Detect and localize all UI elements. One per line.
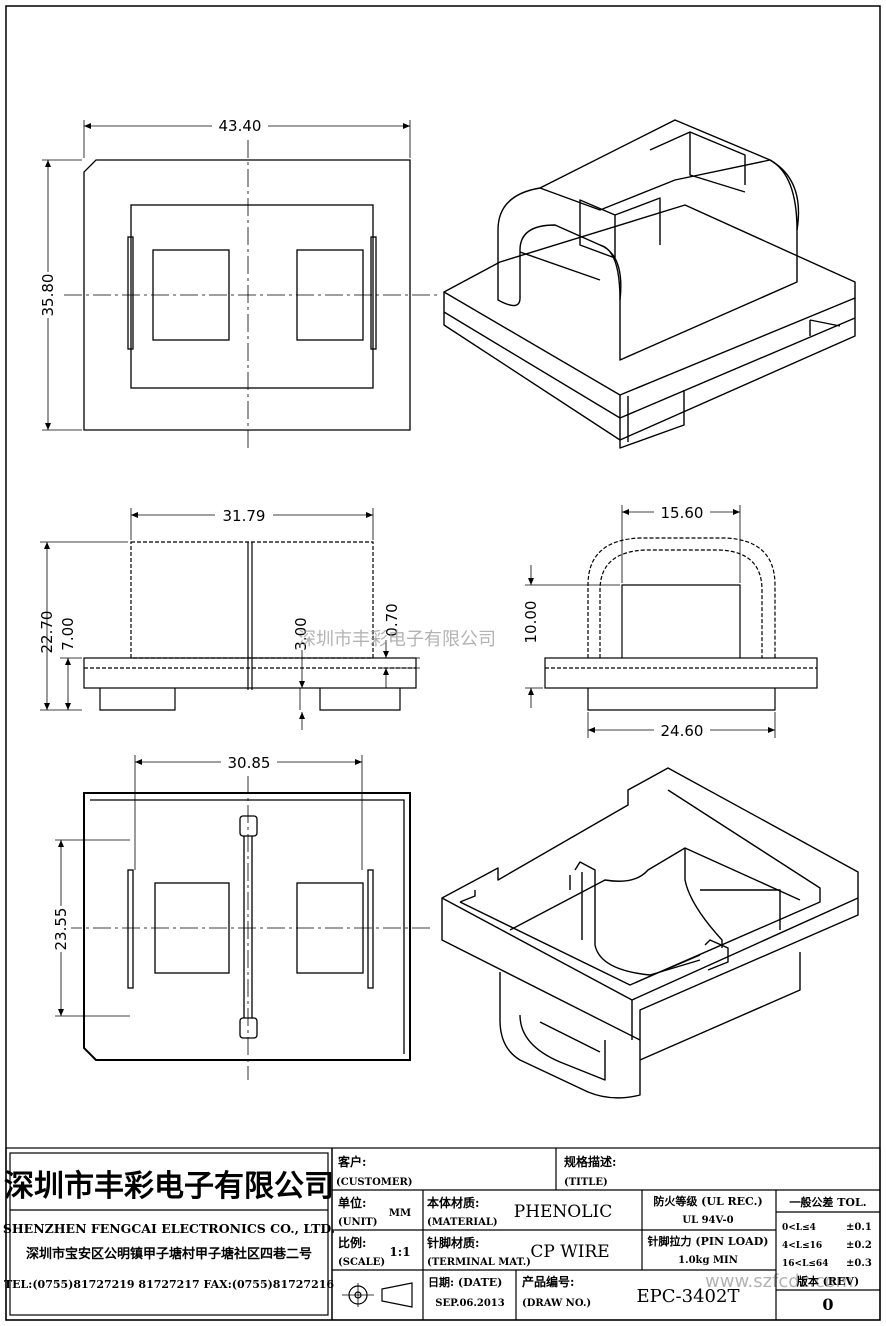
tol-range-2: 4<L≤16 <box>782 1241 822 1251</box>
rev-value: 0 <box>822 1295 833 1314</box>
company-address: 深圳市宝安区公明镇甲子塘村甲子塘社区四巷二号 <box>26 1246 312 1262</box>
pinload-label: 针脚拉力 (PIN LOAD) <box>648 1234 769 1248</box>
dim-front-gap: 3.00 <box>292 617 310 650</box>
drawno-label: 产品编号: <box>522 1274 574 1289</box>
dim-top-width: 43.40 <box>219 117 262 135</box>
watermark-center: 深圳市丰彩电子有限公司 <box>298 629 496 650</box>
company-contact: TEL:(0755)81727219 81727217 FAX:(0755)81… <box>4 1278 334 1291</box>
dim-side-bottom: 24.60 <box>661 722 704 740</box>
rev-label: 版本 (REV) <box>797 1274 859 1288</box>
ul-label: 防火等级 (UL REC.) <box>653 1194 762 1208</box>
tol-value-1: ±0.1 <box>846 1222 872 1233</box>
ul-value: UL 94V-0 <box>682 1215 733 1226</box>
dim-side-top: 15.60 <box>661 504 704 522</box>
date-value: SEP.06.2013 <box>435 1298 504 1309</box>
tol-value-2: ±0.2 <box>846 1240 872 1251</box>
unit-value: MM <box>389 1208 411 1219</box>
drawno-label-en: (DRAW NO.) <box>522 1298 591 1309</box>
company-name-en: SHENZHEN FENGCAI ELECTRONICS CO., LTD. <box>3 1221 335 1236</box>
dim-front-base: 7.00 <box>59 617 77 650</box>
dim-side-depth: 10.00 <box>522 601 540 644</box>
iso-view-bottom <box>441 767 859 1099</box>
dim-bottom-height: 23.55 <box>52 908 70 951</box>
terminal-value: CP WIRE <box>530 1242 609 1262</box>
tol-range-1: 0<L≤4 <box>782 1223 816 1233</box>
top-view <box>42 120 440 450</box>
scale-label-en: (SCALE) <box>338 1257 385 1268</box>
company-name-cn: 深圳市丰彩电子有限公司 <box>4 1169 334 1204</box>
customer-label: 客户: <box>337 1154 366 1169</box>
sheet-border <box>5 5 881 1321</box>
title-block <box>5 1147 881 1321</box>
dim-bottom-width: 30.85 <box>228 754 271 772</box>
front-view <box>40 508 420 730</box>
tol-label: 一般公差 TOL. <box>789 1195 866 1209</box>
unit-label-en: (UNIT) <box>338 1217 377 1228</box>
terminal-label-en: (TERMINAL MAT.) <box>427 1257 531 1268</box>
material-label: 本体材质: <box>427 1195 479 1210</box>
material-label-en: (MATERIAL) <box>427 1217 498 1228</box>
dim-front-width: 31.79 <box>223 507 266 525</box>
iso-view-top <box>443 119 856 449</box>
dim-front-height: 22.70 <box>38 611 56 654</box>
terminal-label: 针脚材质: <box>427 1235 479 1250</box>
unit-label: 单位: <box>338 1195 366 1210</box>
title-label: 规格描述: <box>564 1154 616 1169</box>
bottom-view <box>55 755 430 1080</box>
tol-value-3: ±0.3 <box>846 1258 872 1269</box>
watermark-corner: www.szfcdz.com <box>705 1271 853 1292</box>
date-label: 日期: (DATE) <box>428 1275 502 1289</box>
scale-value: 1:1 <box>389 1245 410 1259</box>
scale-label: 比例: <box>338 1235 366 1250</box>
dim-front-edge: 0.70 <box>383 603 401 636</box>
drawno-value: EPC-3402T <box>637 1286 740 1307</box>
material-value: PHENOLIC <box>514 1202 613 1222</box>
side-view <box>525 505 818 738</box>
customer-label-en: (CUSTOMER) <box>336 1177 413 1188</box>
tol-range-3: 16<L≤64 <box>782 1259 828 1269</box>
title-label-en: (TITLE) <box>564 1177 608 1188</box>
pinload-value: 1.0kg MIN <box>678 1255 738 1266</box>
dim-top-height: 35.80 <box>39 274 57 317</box>
